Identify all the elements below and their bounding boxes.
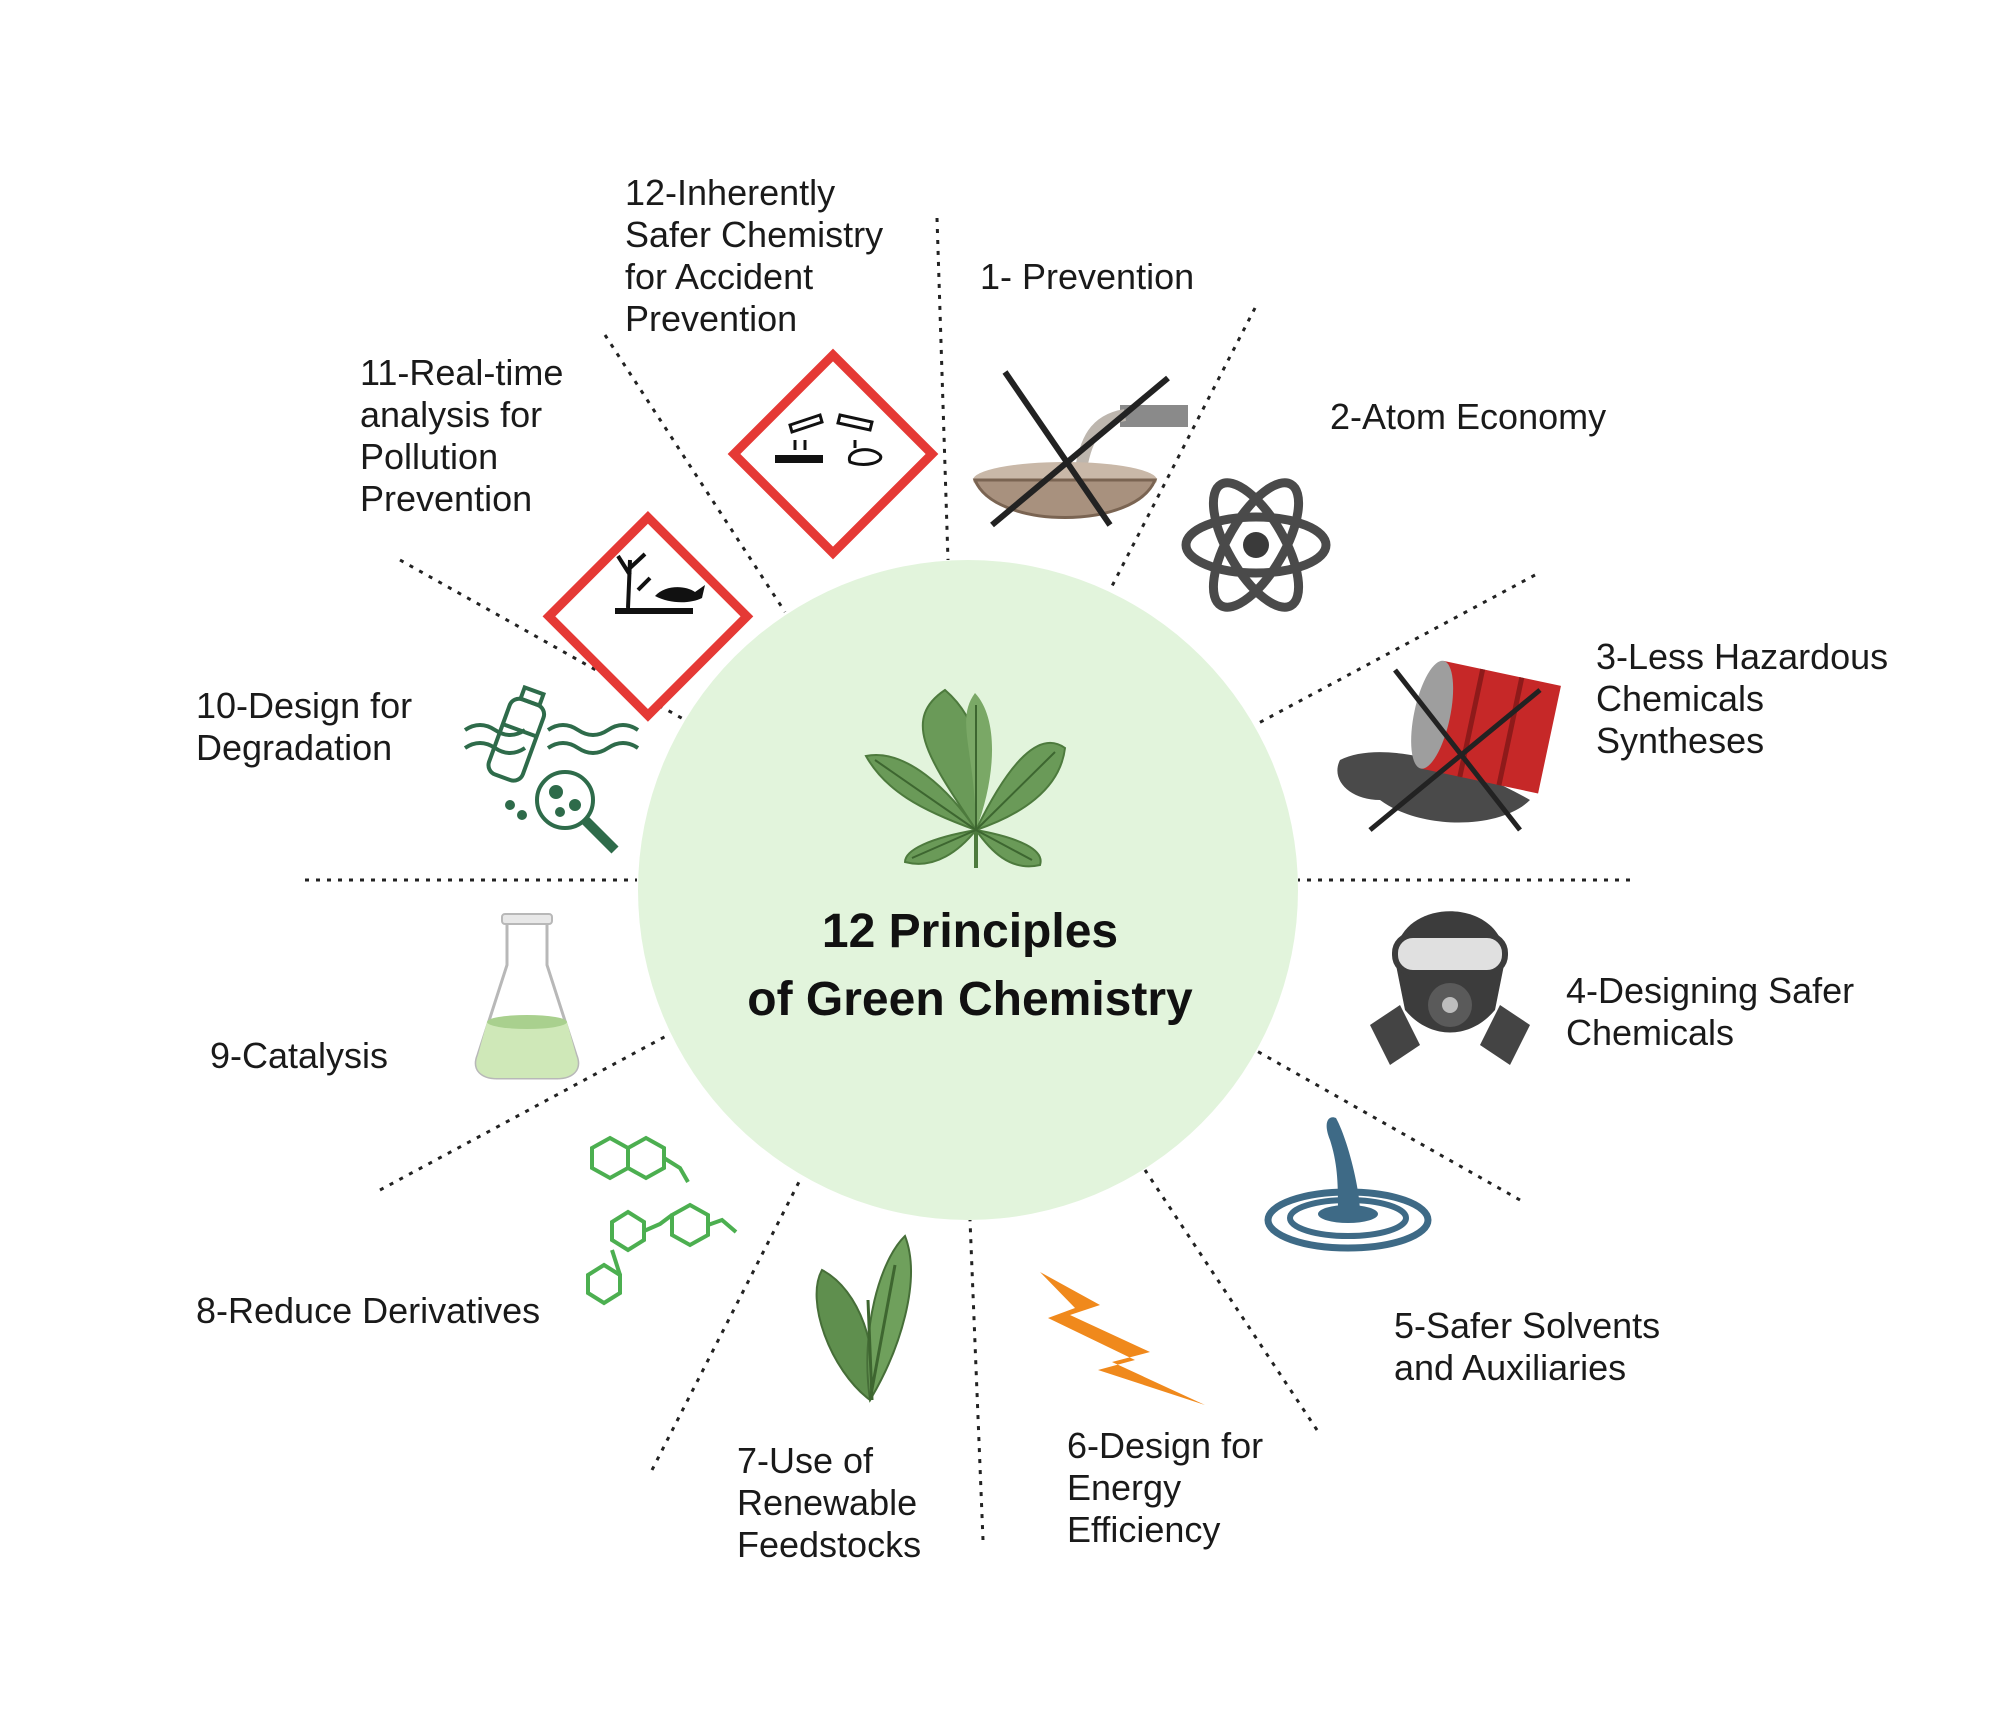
water-drop-icon bbox=[1264, 1117, 1432, 1252]
plant-leaves-icon bbox=[815, 1234, 912, 1403]
principle-4-label: 4-Designing Safer Chemicals bbox=[1566, 970, 1855, 1053]
leaf-icon bbox=[864, 688, 1067, 868]
lightning-icon bbox=[1040, 1272, 1205, 1405]
separator-line bbox=[935, 217, 950, 561]
atom-icon bbox=[1181, 478, 1331, 612]
separator-line bbox=[1108, 307, 1257, 591]
gas-mask-icon bbox=[1370, 911, 1530, 1065]
principle-10-label: 10-Design for Degradation bbox=[196, 685, 413, 768]
principle-8-label: 8-Reduce Derivatives bbox=[196, 1290, 541, 1331]
separator-line bbox=[1143, 1169, 1319, 1431]
principle-5-label: 5-Safer Solvents and Auxiliaries bbox=[1394, 1305, 1661, 1388]
principle-7-label: 7-Use of Renewable Feedstocks bbox=[737, 1440, 922, 1565]
bottle-degradation-icon bbox=[463, 684, 640, 854]
diagram-title: 12 Principles of Green Chemistry bbox=[640, 898, 1300, 1034]
molecules-icon bbox=[586, 1135, 738, 1306]
separator-line bbox=[603, 334, 787, 613]
environmental-hazard-icon bbox=[542, 510, 754, 722]
separator-line bbox=[1254, 573, 1536, 727]
principle-12-label: 12-Inherently Safer Chemistry for Accide… bbox=[625, 172, 884, 339]
title-line-1: 12 Principles bbox=[821, 905, 1119, 958]
separator-line bbox=[968, 1219, 985, 1541]
principle-3-label: 3-Less Hazardous Chemicals Syntheses bbox=[1596, 636, 1889, 761]
center-circle bbox=[638, 560, 1298, 1220]
separator-lines bbox=[305, 217, 1630, 1541]
title-line-2: of Green Chemistry bbox=[747, 973, 1193, 1026]
no-pouring-icon bbox=[972, 370, 1188, 528]
principle-9-label: 9-Catalysis bbox=[210, 1035, 389, 1076]
principle-6-label: 6-Design for Energy Efficiency bbox=[1067, 1425, 1264, 1550]
crossed-barrel-spill-icon bbox=[1337, 660, 1561, 832]
flask-icon bbox=[474, 913, 580, 1080]
principle-1-label: 1- Prevention bbox=[980, 256, 1195, 297]
separator-line bbox=[1254, 1048, 1521, 1202]
principle-11-label: 11-Real-time analysis for Pollution Prev… bbox=[360, 352, 564, 519]
corrosive-hazard-icon bbox=[727, 348, 939, 560]
principle-2-label: 2-Atom Economy bbox=[1330, 396, 1607, 437]
